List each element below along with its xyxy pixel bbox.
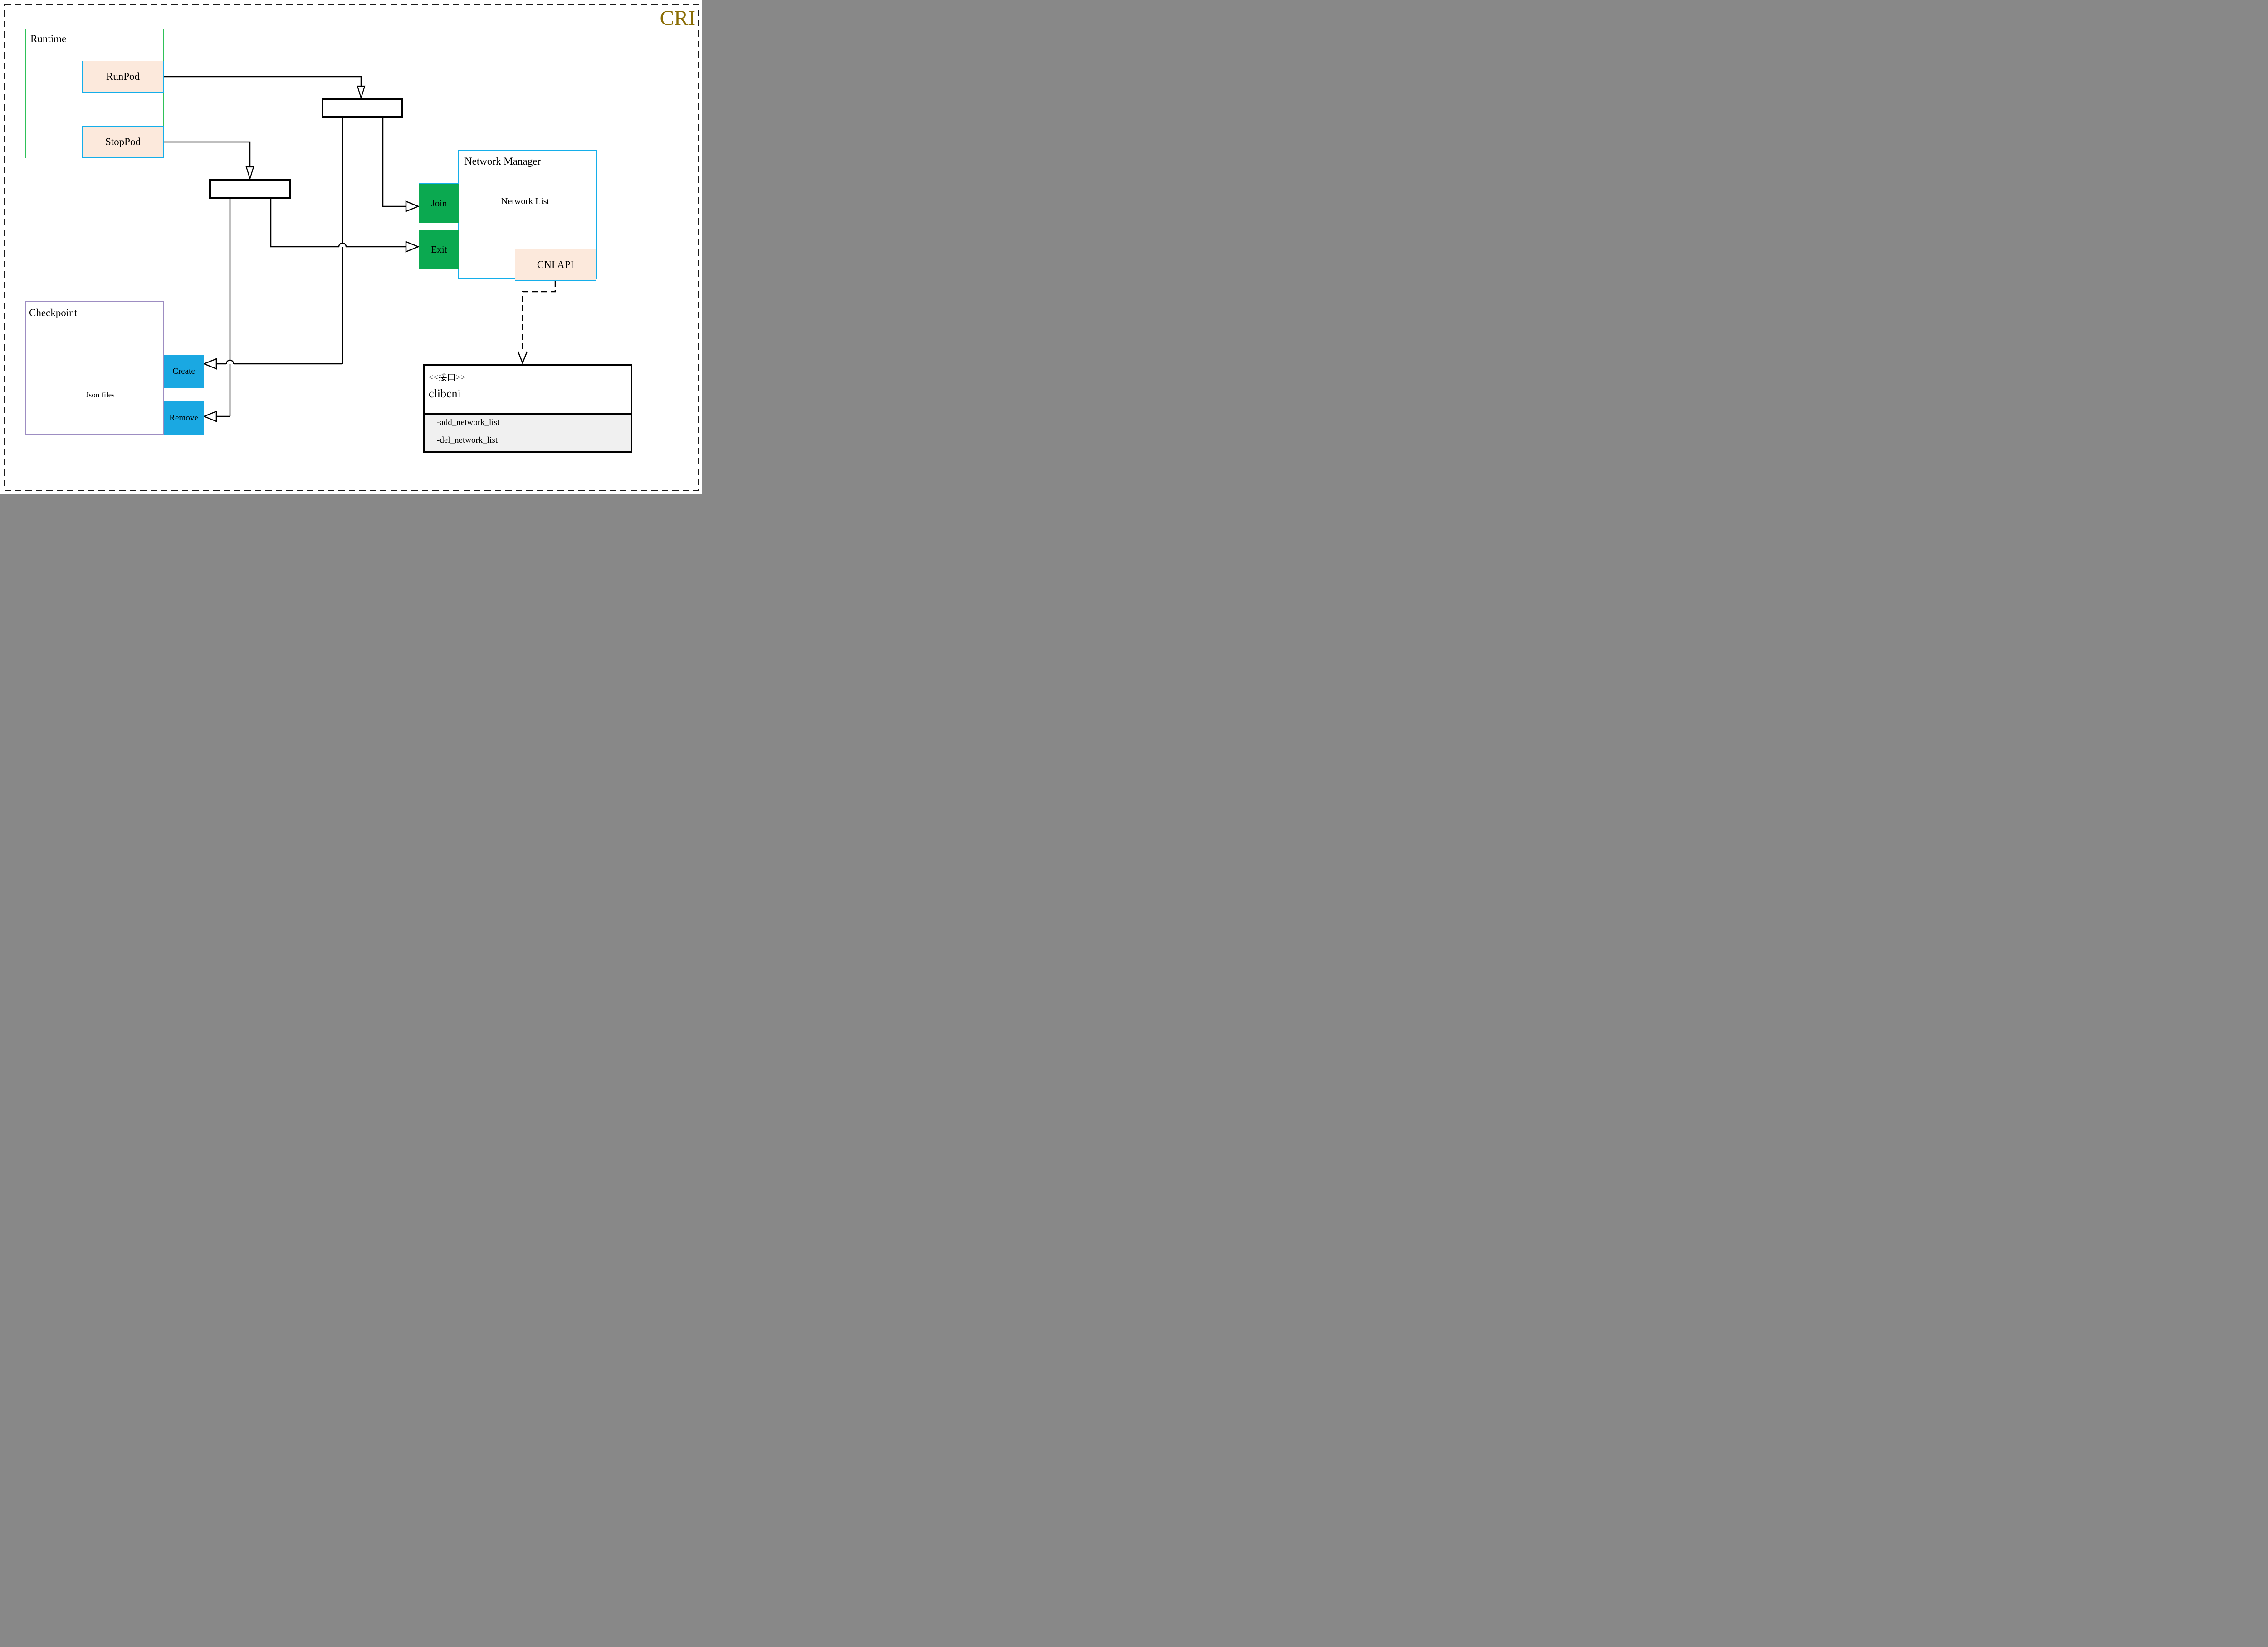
arrowhead-down-junction2-icon bbox=[245, 166, 254, 181]
arrowhead-right-join-icon bbox=[405, 200, 420, 212]
remove-node: Remove bbox=[164, 401, 204, 435]
cni-api-label: CNI API bbox=[537, 259, 574, 270]
arrowhead-right-exit-icon bbox=[405, 241, 420, 253]
junction-box-stoppod bbox=[209, 179, 291, 199]
clibcni-method-add: -add_network_list bbox=[437, 418, 500, 427]
clibcni-name: clibcni bbox=[429, 387, 461, 400]
wire-hop-exit-line-icon bbox=[338, 242, 347, 247]
create-node: Create bbox=[164, 355, 204, 388]
clibcni-methods-section bbox=[423, 413, 632, 453]
connector-stoppod-to-junction2 bbox=[164, 141, 251, 167]
join-node: Join bbox=[419, 183, 459, 223]
json-files-label: Json files bbox=[86, 391, 115, 399]
clibcni-stereotype: <<接口>> bbox=[429, 373, 465, 382]
clibcni-method-del: -del_network_list bbox=[437, 435, 498, 445]
junction-box-runpod bbox=[322, 98, 403, 118]
runpod-node: RunPod bbox=[82, 61, 164, 93]
connector-runpod-to-junction1 bbox=[164, 76, 362, 86]
remove-label: Remove bbox=[169, 413, 198, 423]
connector-junction2-to-exit bbox=[270, 199, 339, 248]
stoppod-node: StopPod bbox=[82, 126, 164, 158]
checkpoint-title: Checkpoint bbox=[29, 307, 78, 318]
arrowhead-open-clibcni-icon bbox=[517, 351, 528, 365]
runpod-label: RunPod bbox=[106, 71, 140, 82]
network-list-label: Network List bbox=[501, 196, 550, 206]
arrowhead-down-junction1-icon bbox=[357, 85, 366, 100]
network-manager-title: Network Manager bbox=[464, 156, 541, 167]
cni-api-node: CNI API bbox=[515, 249, 596, 281]
arrowhead-left-create-icon bbox=[202, 358, 217, 370]
checkpoint-container bbox=[25, 301, 164, 435]
exit-label: Exit bbox=[431, 244, 447, 255]
diagram-canvas: CRI Runtime RunPod StopPod Network Manag… bbox=[0, 0, 702, 494]
cri-badge: CRI bbox=[660, 6, 695, 30]
runtime-title: Runtime bbox=[30, 33, 67, 44]
connector-junction1-to-join bbox=[382, 118, 406, 207]
exit-node: Exit bbox=[419, 230, 459, 269]
create-label: Create bbox=[172, 366, 195, 376]
arrowhead-left-remove-icon bbox=[202, 411, 217, 422]
wire-hop-create-line-icon bbox=[225, 359, 235, 364]
join-label: Join bbox=[431, 197, 447, 209]
stoppod-label: StopPod bbox=[105, 136, 141, 147]
connector-cniapi-to-clibcni-dashed bbox=[522, 281, 556, 352]
